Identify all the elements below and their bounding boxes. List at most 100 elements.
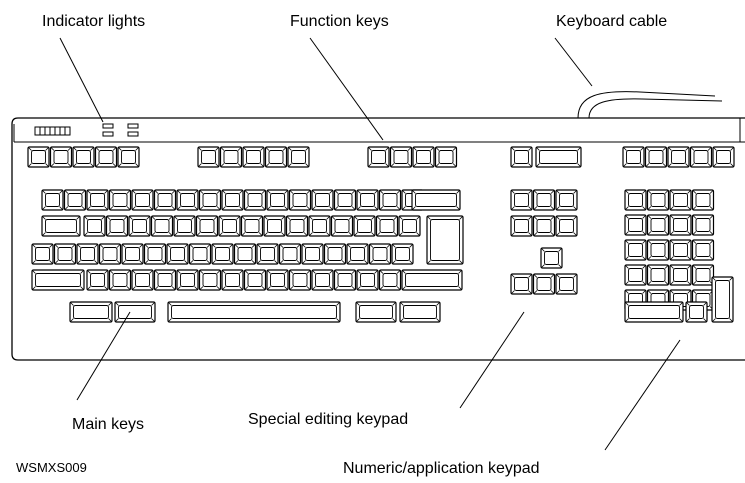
space-bar [167, 301, 341, 323]
function-key [117, 146, 140, 168]
main-key [356, 189, 379, 211]
numeric-key [624, 301, 684, 323]
function-key [27, 146, 50, 168]
numeric-key [669, 189, 692, 211]
main-key [188, 243, 212, 265]
function-key [264, 146, 288, 168]
main-key [401, 269, 463, 291]
label-function-keys: Function keys [290, 13, 389, 30]
main-key [266, 269, 289, 291]
main-key [31, 269, 85, 291]
main-key [131, 269, 154, 291]
numeric-key [669, 214, 692, 236]
editing-key [510, 215, 533, 237]
function-key [287, 146, 310, 168]
main-key [131, 189, 154, 211]
main-key [128, 215, 151, 237]
main-key [150, 215, 174, 237]
numeric-key [691, 214, 715, 236]
function-key [219, 146, 243, 168]
function-key [712, 146, 735, 168]
main-key [375, 215, 399, 237]
leader-lines [59, 37, 681, 451]
numeric-key [685, 301, 708, 323]
main-key [278, 243, 302, 265]
editing-key [555, 189, 578, 211]
return-key [426, 215, 464, 265]
main-key [31, 243, 54, 265]
main-key [76, 243, 99, 265]
main-key [176, 269, 199, 291]
main-key [195, 215, 219, 237]
main-key [243, 189, 267, 211]
label-special-editing-keypad: Special editing keypad [248, 411, 408, 428]
main-key [176, 189, 199, 211]
main-key [378, 269, 402, 291]
main-key [411, 189, 461, 211]
numeric-key [691, 189, 715, 211]
main-key [311, 189, 334, 211]
main-key [378, 189, 402, 211]
main-key [323, 243, 347, 265]
main-key [41, 215, 81, 237]
editing-key [555, 215, 578, 237]
function-key [667, 146, 690, 168]
main-key [63, 189, 87, 211]
main-key [153, 189, 177, 211]
main-key [114, 301, 156, 323]
label-indicator-lights: Indicator lights [42, 13, 145, 30]
numeric-key [624, 239, 647, 261]
editing-key [532, 215, 556, 237]
main-key [153, 269, 177, 291]
main-key [333, 189, 357, 211]
editing-key [532, 273, 556, 295]
numeric-key [669, 264, 692, 286]
leader-indicator-lights [59, 37, 104, 123]
function-key [434, 146, 458, 168]
main-key [173, 215, 196, 237]
numeric-key [646, 189, 670, 211]
leader-keyboard-cable [554, 37, 593, 87]
main-key [398, 215, 421, 237]
main-key [166, 243, 189, 265]
main-key [308, 215, 331, 237]
keyboard-cable [577, 91, 723, 119]
main-key [108, 269, 132, 291]
numeric-key [624, 264, 647, 286]
function-key [622, 146, 645, 168]
numeric-key [691, 239, 715, 261]
leader-function-keys [309, 37, 384, 141]
numeric-key [646, 214, 670, 236]
main-key [83, 215, 106, 237]
main-key [399, 301, 441, 323]
function-key [242, 146, 265, 168]
numeric-key [624, 189, 647, 211]
main-key [143, 243, 167, 265]
function-key [644, 146, 668, 168]
main-key [353, 215, 376, 237]
main-key [333, 269, 357, 291]
main-key [346, 243, 369, 265]
main-key [69, 301, 113, 323]
main-key [288, 189, 312, 211]
main-key [211, 243, 234, 265]
main-key [391, 243, 414, 265]
main-key [368, 243, 392, 265]
main-key [288, 269, 312, 291]
main-key [221, 269, 244, 291]
function-key [197, 146, 220, 168]
main-key [41, 189, 64, 211]
main-key [263, 215, 286, 237]
editing-key [510, 273, 533, 295]
function-key [689, 146, 713, 168]
numeric-key [624, 214, 647, 236]
function-key [535, 146, 582, 168]
main-key [285, 215, 309, 237]
main-key [86, 269, 109, 291]
function-key [389, 146, 413, 168]
main-key [218, 215, 241, 237]
main-key [243, 269, 267, 291]
main-key [301, 243, 324, 265]
led-indicator-icon [39, 127, 66, 135]
